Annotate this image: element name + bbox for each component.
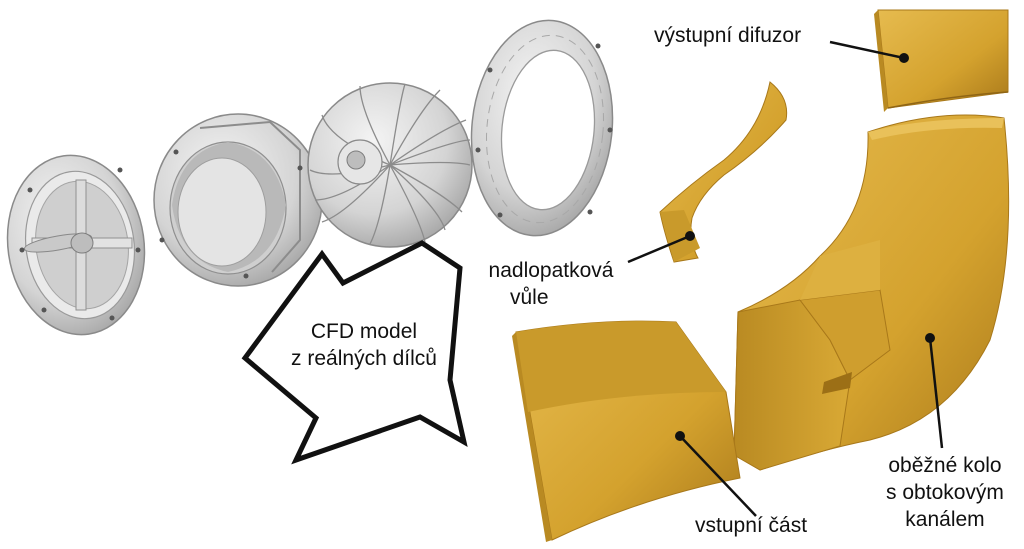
impeller-domain: [733, 114, 1010, 471]
tip-clearance-label-line1: nadlopatková: [488, 259, 614, 282]
leader-impeller: [928, 337, 944, 449]
arrow-label-line1: CFD model: [310, 320, 418, 343]
leader-lines: [627, 40, 944, 517]
inlet-flange-part: [6, 154, 146, 336]
impeller-label-line2: s obtokovým: [886, 481, 1004, 504]
impeller-wheel-part: [307, 82, 473, 248]
arrow-label-line2: z reálných dílců: [291, 347, 437, 370]
leader-inlet-part: [679, 435, 757, 517]
impeller-label: oběžné kolo s obtokovým kanálem: [870, 452, 1020, 533]
tip-clearance-domain: [659, 81, 788, 263]
diffuser-ring-part: [470, 19, 614, 237]
tip-clearance-label-line2: vůle: [510, 286, 549, 309]
arrow-label: CFD model z reálných dílců: [276, 318, 452, 372]
inlet-part-label: vstupní část: [695, 514, 808, 537]
outlet-diffuser-domain: [874, 9, 1009, 112]
impeller-label-line1: oběžné kolo: [888, 454, 1002, 477]
cfd-model-arrow: [241, 240, 468, 465]
leader-tip-clearance: [627, 234, 691, 264]
inlet-domain: [512, 320, 741, 542]
outlet-diffuser-label: výstupní difuzor: [654, 24, 802, 47]
impeller-label-line3: kanálem: [905, 508, 985, 531]
inlet-casing-part: [153, 113, 323, 287]
leader-outlet-diffuser: [829, 40, 905, 60]
tip-clearance-label: nadlopatková vůle: [476, 257, 626, 311]
leader-dots: [675, 53, 935, 441]
